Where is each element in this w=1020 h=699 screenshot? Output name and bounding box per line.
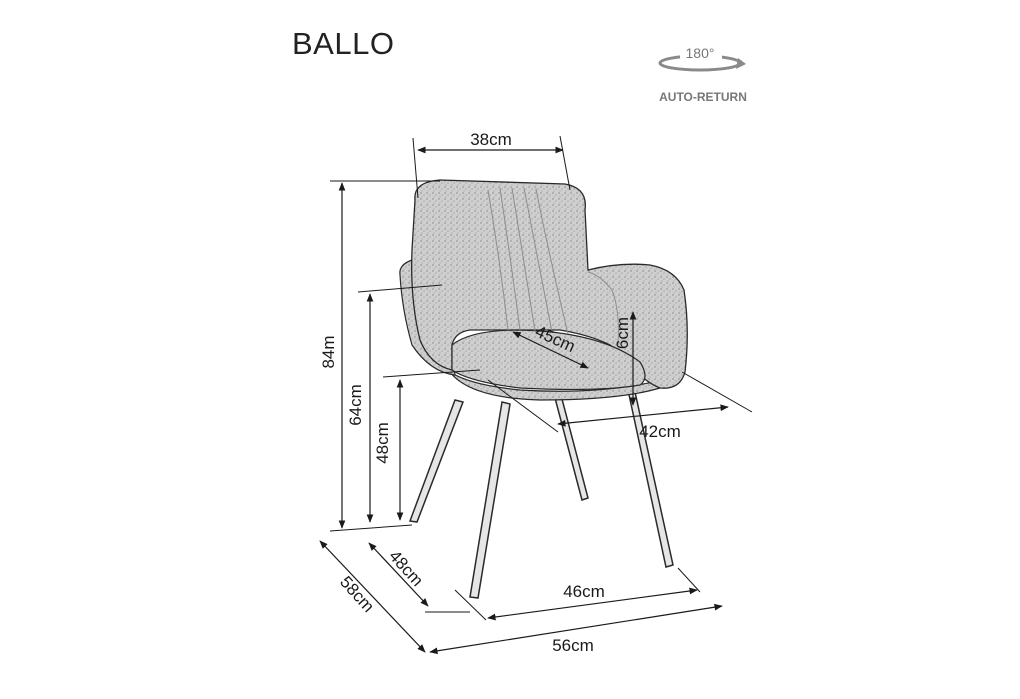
dim-leg-width: 46cm	[454, 567, 701, 621]
dim-armrest-thickness: 6cm	[613, 311, 637, 406]
badge-label: AUTO-RETURN	[659, 90, 747, 104]
badge-angle: 180°	[686, 45, 715, 61]
dim-armrest-thickness-label: 6cm	[613, 317, 632, 349]
dim-total-width-label: 56cm	[552, 636, 594, 655]
dim-backrest-width-label: 38cm	[470, 130, 512, 149]
dim-leg-width-label: 46cm	[563, 582, 605, 601]
dim-seat-width-label: 42cm	[639, 422, 681, 441]
dim-seat-height-label: 48cm	[373, 422, 392, 464]
dim-armrest-height: 64cm	[346, 284, 443, 523]
auto-return-badge: 180° AUTO-RETURN	[658, 45, 747, 104]
dim-total-depth-label: 58cm	[336, 573, 378, 617]
dim-leg-depth-label: 48cm	[385, 547, 427, 591]
dim-backrest-width: 38cm	[412, 130, 571, 199]
product-title: BALLO	[292, 26, 395, 61]
dim-total-height-label: 84m	[319, 335, 338, 368]
chair-illustration	[399, 179, 688, 599]
dim-seat-height: 48cm	[373, 369, 481, 521]
dim-total-height: 84m	[319, 180, 440, 532]
chair-legs	[408, 388, 674, 599]
dim-leg-depth: 48cm	[368, 542, 429, 607]
rotate-arrow-icon	[658, 46, 746, 72]
dim-seat-width: 42cm	[487, 371, 753, 441]
dim-total-width: 56cm	[425, 603, 723, 655]
dim-armrest-height-label: 64cm	[346, 384, 365, 426]
